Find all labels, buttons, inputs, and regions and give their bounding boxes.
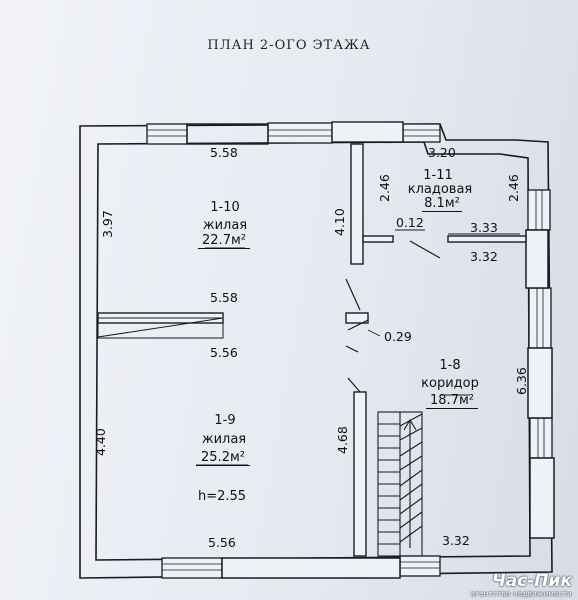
room-1-8-name: коридор (421, 376, 479, 391)
room-1-10-number: 1-10 (210, 200, 240, 215)
room-1-10-name: жилая (202, 218, 248, 233)
dim-0-29: 0.29 (384, 329, 412, 344)
dim-bottom-left: 5.56 (208, 535, 236, 550)
window-top-1 (146, 123, 188, 145)
partition-upper (350, 143, 364, 265)
pier-right-1 (525, 229, 549, 289)
dim-bottom-right: 3.32 (442, 533, 470, 548)
room-1-9-number: 1-9 (214, 413, 236, 428)
agency-watermark: Час-Пик агентство недвижимости (471, 572, 572, 598)
pier-top-1 (186, 123, 269, 145)
dim-0-12: 0.12 (396, 215, 424, 230)
dim-partition-upper: 4.10 (332, 208, 347, 236)
storage-wall-right (447, 235, 527, 243)
room-1-10-area: 22.7м² (198, 233, 250, 249)
dim-partition-lower: 4.68 (335, 426, 350, 454)
dim-middle-top: 5.58 (210, 290, 238, 305)
window-bottom-2 (399, 555, 441, 577)
door-storage (409, 240, 441, 259)
door-1-10 (345, 278, 361, 311)
door-1-9 (347, 377, 361, 393)
room-1-9-name: жилая (201, 432, 247, 447)
dim-storage-left: 2.46 (377, 174, 392, 202)
room-1-11-name: кладовая (407, 182, 473, 197)
inner-wall-outline (95, 141, 531, 561)
dim-middle-bottom: 5.56 (210, 345, 238, 360)
room-1-8-number: 1-8 (439, 358, 461, 373)
staircase (377, 411, 423, 557)
room-1-8-area: 18.7м² (426, 393, 478, 409)
plan-title: ПЛАН 2-ОГО ЭТАЖА (207, 38, 371, 53)
watermark-brand: Час-Пик (491, 571, 572, 591)
dim-left-lower: 4.40 (93, 428, 108, 456)
ceiling-height: h=2.55 (198, 489, 247, 504)
window-top-2 (267, 122, 333, 144)
pier-top-2 (331, 121, 404, 143)
window-right-2 (528, 287, 552, 349)
outer-wall-outline (79, 123, 553, 579)
storage-wall-left (362, 235, 394, 243)
room-1-11-area: 8.1м² (422, 196, 462, 212)
window-top-3 (402, 123, 441, 143)
watermark-subtitle: агентство недвижимости (470, 590, 572, 598)
partition-middle-stub (345, 312, 369, 324)
pier-right-2 (527, 347, 553, 419)
window-right-3 (529, 417, 553, 459)
room-1-11-number: 1-11 (423, 168, 453, 183)
window-bottom-1 (161, 557, 223, 579)
dim-left-upper: 3.97 (100, 210, 115, 238)
pier-bottom-1 (221, 557, 401, 579)
dim-3-32-mid: 3.32 (470, 249, 498, 264)
dim-storage-right: 2.46 (506, 174, 521, 202)
partition-lower (353, 391, 367, 557)
window-right-1 (527, 189, 551, 231)
dim-top-right: 3.20 (428, 145, 456, 160)
dim-top-left: 5.58 (210, 145, 238, 160)
room-1-9-area: 25.2м² (196, 450, 250, 466)
dim-right-wall: 6.36 (514, 367, 529, 395)
dim-3-33: 3.33 (470, 220, 498, 235)
pier-right-3 (529, 457, 555, 539)
